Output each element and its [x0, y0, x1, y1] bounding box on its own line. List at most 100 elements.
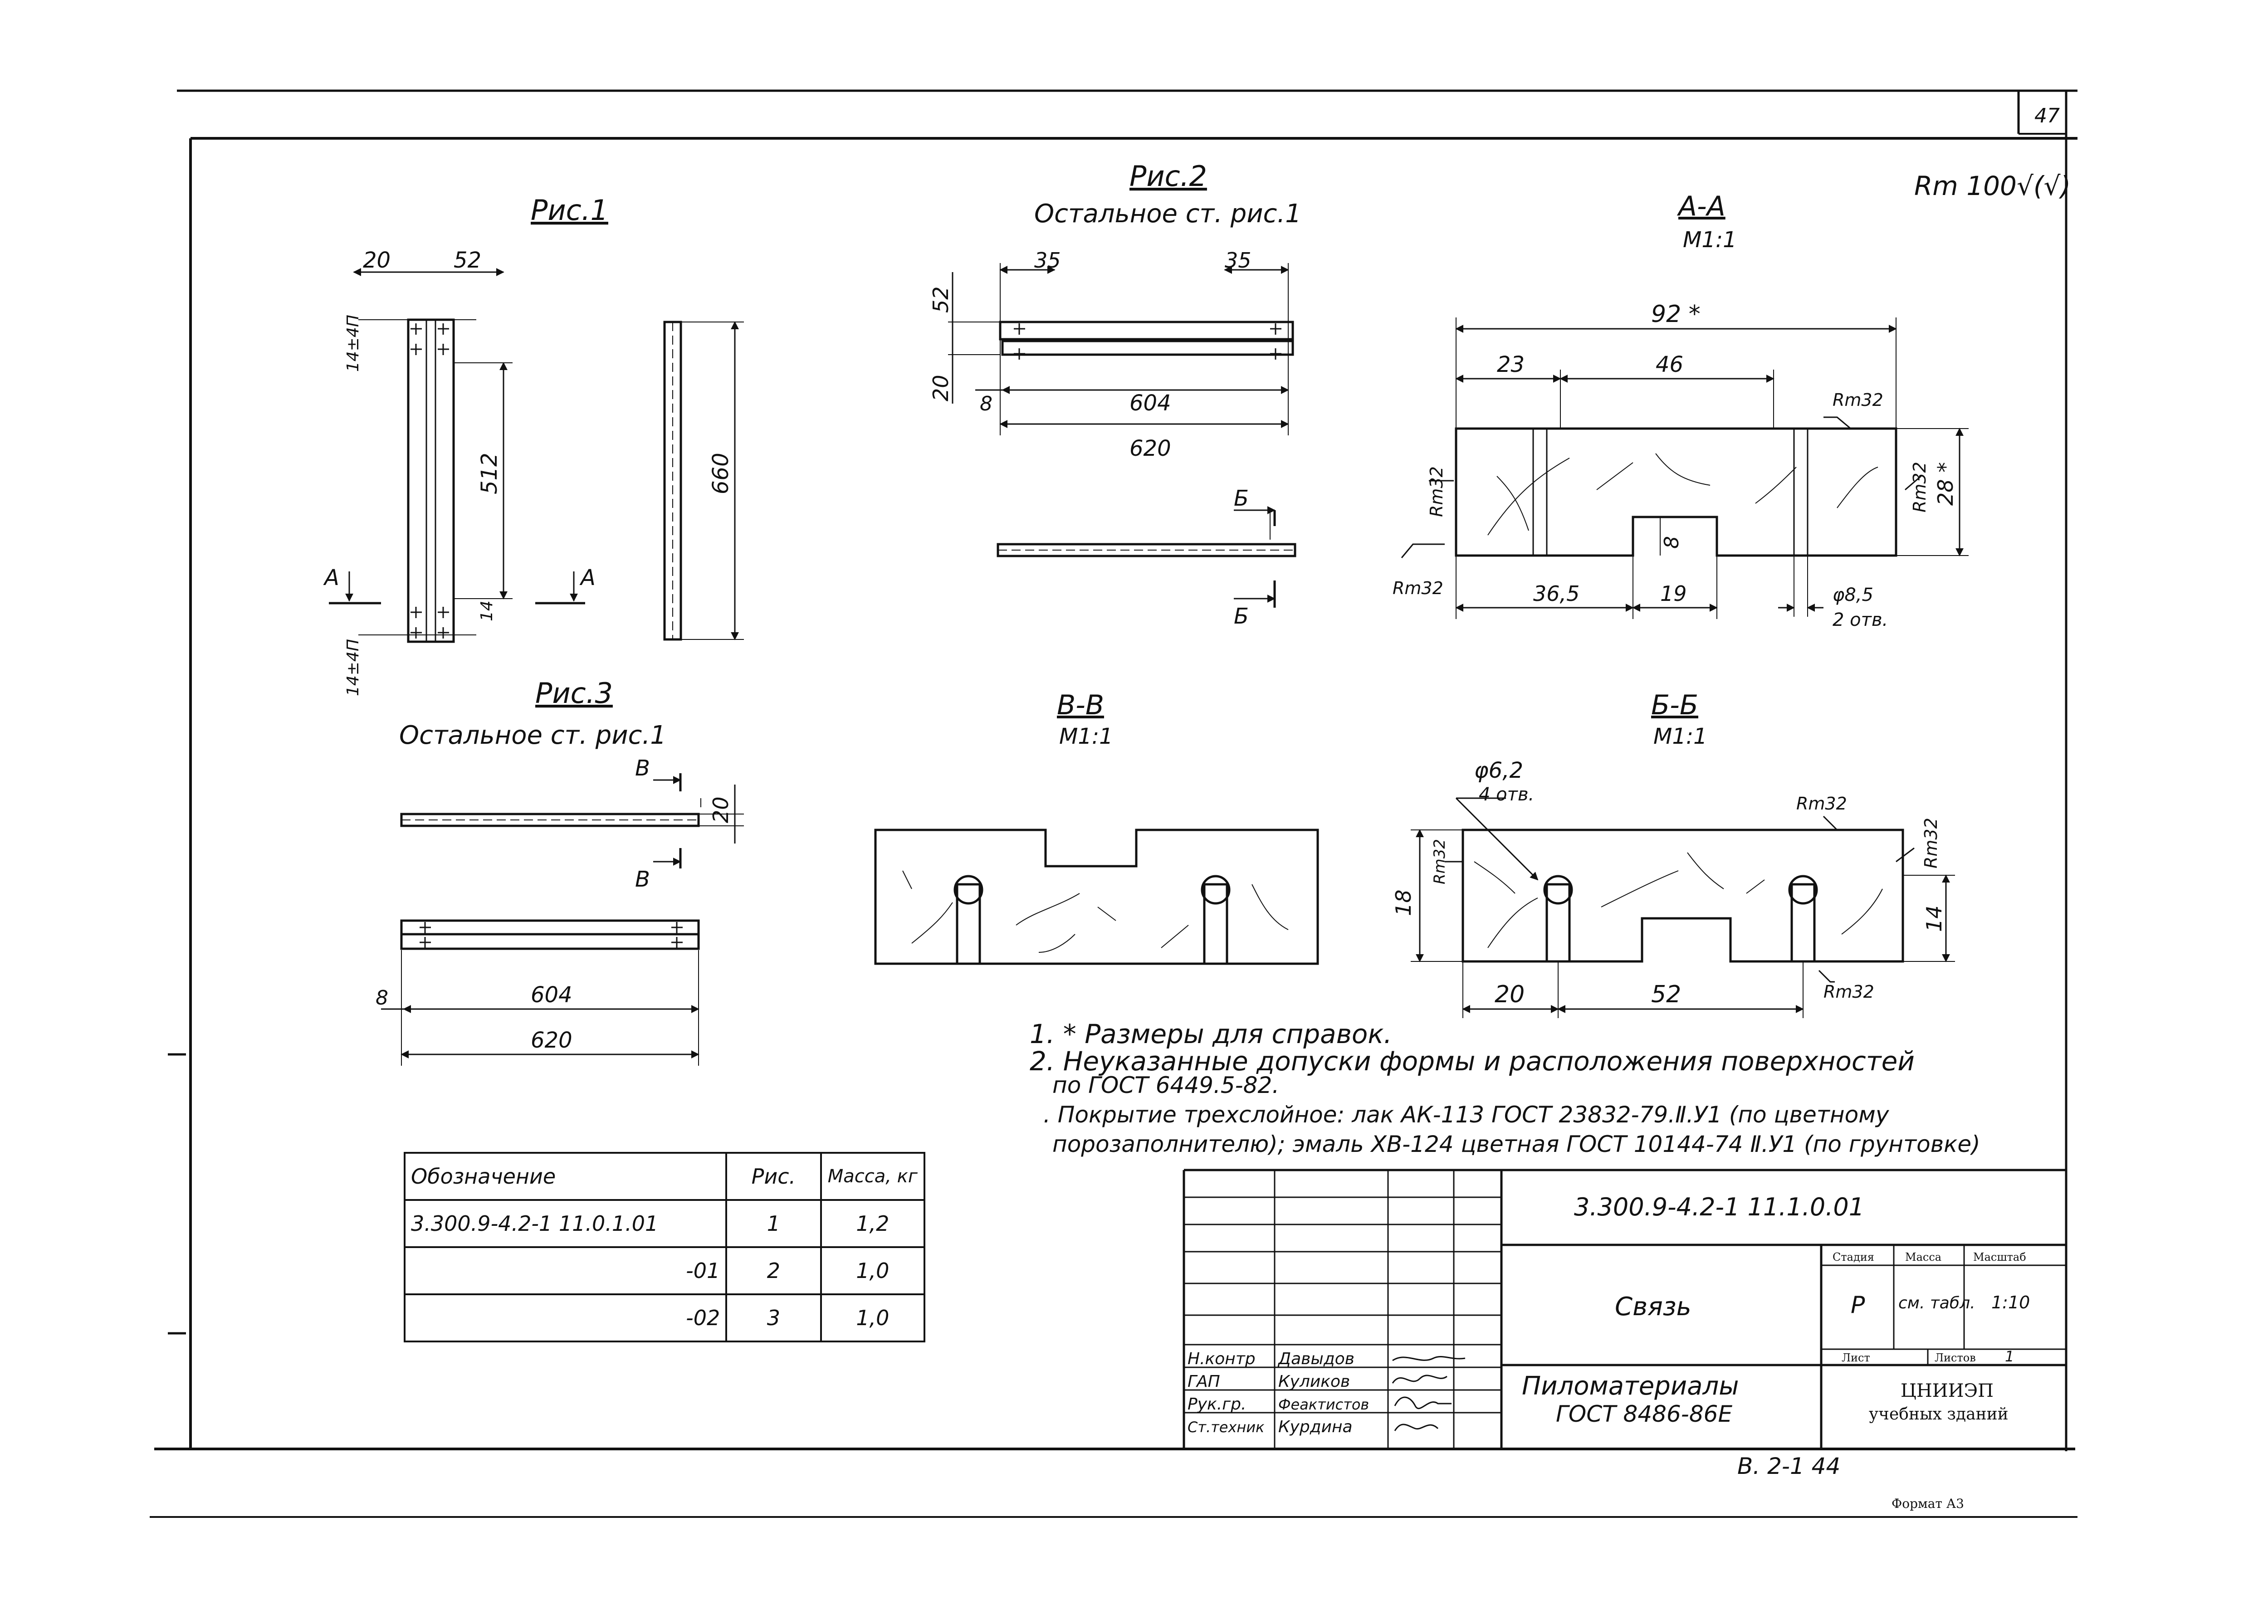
bb-dim: 52 — [1651, 981, 1681, 1008]
fig2-dim: 35 — [1034, 248, 1061, 273]
section-aa-title: А-А — [1677, 190, 1725, 222]
org-line2: учебных зданий — [1869, 1405, 2009, 1424]
aa-dim: Rm32 — [1910, 462, 1930, 512]
sheets-value: 1 — [2005, 1348, 2014, 1365]
spec-cell: 1,0 — [820, 1246, 926, 1295]
note-line: по ГОСТ 6449.5-82. — [1052, 1072, 1279, 1098]
bb-dim: 18 — [1391, 889, 1416, 916]
bb-dim: 4 отв. — [1479, 784, 1534, 805]
spec-header: Рис. — [725, 1152, 822, 1201]
fig1-dim: 660 — [708, 453, 733, 494]
fig2-dim: 35 — [1225, 248, 1251, 273]
section-mark: А — [579, 565, 596, 590]
section-bb-drawing — [1411, 797, 1955, 1018]
spec-cell: 1,2 — [820, 1199, 926, 1248]
spec-header-row: Обозначение Рис. Масса, кг — [403, 1152, 926, 1201]
aa-dim: 23 — [1497, 352, 1525, 377]
page-number: 47 — [2034, 104, 2060, 127]
aa-dim: Rm32 — [1427, 466, 1447, 517]
bb-dim: Rm32 — [1823, 982, 1874, 1002]
fig1-dim: 512 — [477, 453, 502, 494]
signature-role: Н.контр — [1188, 1350, 1256, 1368]
fig3-dim: 604 — [531, 982, 572, 1008]
signature-name: Курдина — [1278, 1418, 1353, 1436]
fig2-dim: 620 — [1129, 436, 1171, 461]
title-name: Связь — [1615, 1292, 1691, 1322]
spec-header: Обозначение — [403, 1152, 728, 1201]
bb-dim: 14 — [1922, 905, 1946, 932]
signature-role: ГАП — [1188, 1372, 1220, 1391]
material-line1: Пиломатериалы — [1522, 1371, 1739, 1401]
section-bb-scale: М1:1 — [1653, 724, 1707, 749]
fig3-dim: 620 — [531, 1028, 572, 1053]
aa-dim: 46 — [1656, 352, 1683, 377]
stage-header: Стадия — [1833, 1251, 1874, 1263]
aa-dim: Rm32 — [1833, 390, 1883, 410]
section-mark: Б — [1234, 604, 1249, 629]
title-block-grid — [1183, 1169, 2066, 1449]
stage-value: Р — [1851, 1292, 1865, 1319]
spec-header: Масса, кг — [820, 1152, 926, 1201]
sheets-label: Листов — [1935, 1351, 1976, 1364]
mass-header: Масса — [1905, 1251, 1941, 1263]
fig3-subtitle: Остальное ст. рис.1 — [399, 721, 666, 750]
aa-dim: 8 — [1660, 536, 1683, 549]
fig2-dim: 52 — [929, 286, 953, 313]
section-mark: В — [635, 867, 650, 892]
aa-dim: 2 отв. — [1833, 610, 1888, 630]
signature-name: Феактистов — [1278, 1396, 1369, 1413]
table-row: 3.300.9-4.2-1 11.0.1.01 1 1,2 — [403, 1199, 926, 1248]
note-line: 1. * Размеры для справок. — [1030, 1019, 1392, 1049]
fig1-dim: 52 — [454, 248, 481, 273]
fig2-dim: 604 — [1129, 390, 1171, 416]
signature-name: Давыдов — [1277, 1350, 1354, 1368]
fig1-title: Рис.1 — [531, 194, 608, 227]
section-vv-scale: М1:1 — [1059, 724, 1113, 749]
aa-dim: 92 * — [1651, 301, 1701, 328]
fig1-dim: 14±4П — [344, 315, 362, 372]
section-mark: А — [323, 565, 339, 590]
section-aa-scale: М1:1 — [1683, 227, 1737, 253]
material-line2: ГОСТ 8486-86Е — [1556, 1401, 1732, 1427]
fig3-dim: 20 — [709, 796, 733, 823]
note-line: порозаполнителю); эмаль ХВ-124 цветная Г… — [1052, 1131, 1980, 1157]
spec-cell: 1,0 — [820, 1293, 926, 1342]
sheet-label: Лист — [1842, 1351, 1870, 1364]
org-line1: ЦНИИЭП — [1901, 1380, 1994, 1401]
section-bb-title: Б-Б — [1651, 689, 1698, 721]
format-label: Формат А3 — [1892, 1496, 1964, 1511]
fig2-subtitle: Остальное ст. рис.1 — [1034, 199, 1301, 229]
spec-cell: 3.300.9-4.2-1 11.0.1.01 — [403, 1199, 728, 1248]
fig3-title: Рис.3 — [535, 677, 613, 710]
spec-cell: 2 — [725, 1246, 822, 1295]
roughness-symbol: Rm 100√(√) — [1914, 171, 2071, 201]
note-line: 2. Неуказанные допуски формы и расположе… — [1030, 1046, 1915, 1077]
bb-dim: 20 — [1495, 981, 1525, 1008]
section-vv-title: В-В — [1057, 689, 1104, 721]
section-aa-drawing — [1401, 317, 1969, 619]
fig2-dim: 8 — [980, 392, 992, 415]
bottom-code: В. 2-1 44 — [1737, 1453, 1840, 1479]
bb-dim: Rm32 — [1431, 839, 1449, 884]
signature-name: Куликов — [1278, 1372, 1350, 1391]
scale-value: 1:10 — [1991, 1292, 2030, 1312]
fig1-drawing — [329, 268, 744, 643]
section-vv-drawing — [874, 829, 1319, 965]
fig3-drawing — [381, 773, 744, 1066]
bb-dim: Rm32 — [1796, 794, 1847, 814]
note-line: . Покрытие трехслойное: лак АК-113 ГОСТ … — [1043, 1102, 1890, 1128]
signature-role: Рук.гр. — [1188, 1395, 1246, 1414]
scale-header: Масштаб — [1973, 1251, 2026, 1263]
spec-cell: -01 — [403, 1246, 728, 1295]
spec-cell: -02 — [403, 1293, 728, 1342]
bb-dim: Rm32 — [1921, 818, 1941, 868]
section-mark: Б — [1234, 486, 1249, 511]
fig2-dim: 20 — [929, 375, 953, 401]
aa-dim: 28 * — [1933, 462, 1958, 506]
aa-dim: 36,5 — [1533, 581, 1579, 606]
aa-dim: φ8,5 — [1833, 585, 1873, 605]
section-mark: В — [635, 756, 650, 781]
spec-cell: 1 — [725, 1199, 822, 1248]
fig1-dim: 20 — [363, 248, 391, 273]
